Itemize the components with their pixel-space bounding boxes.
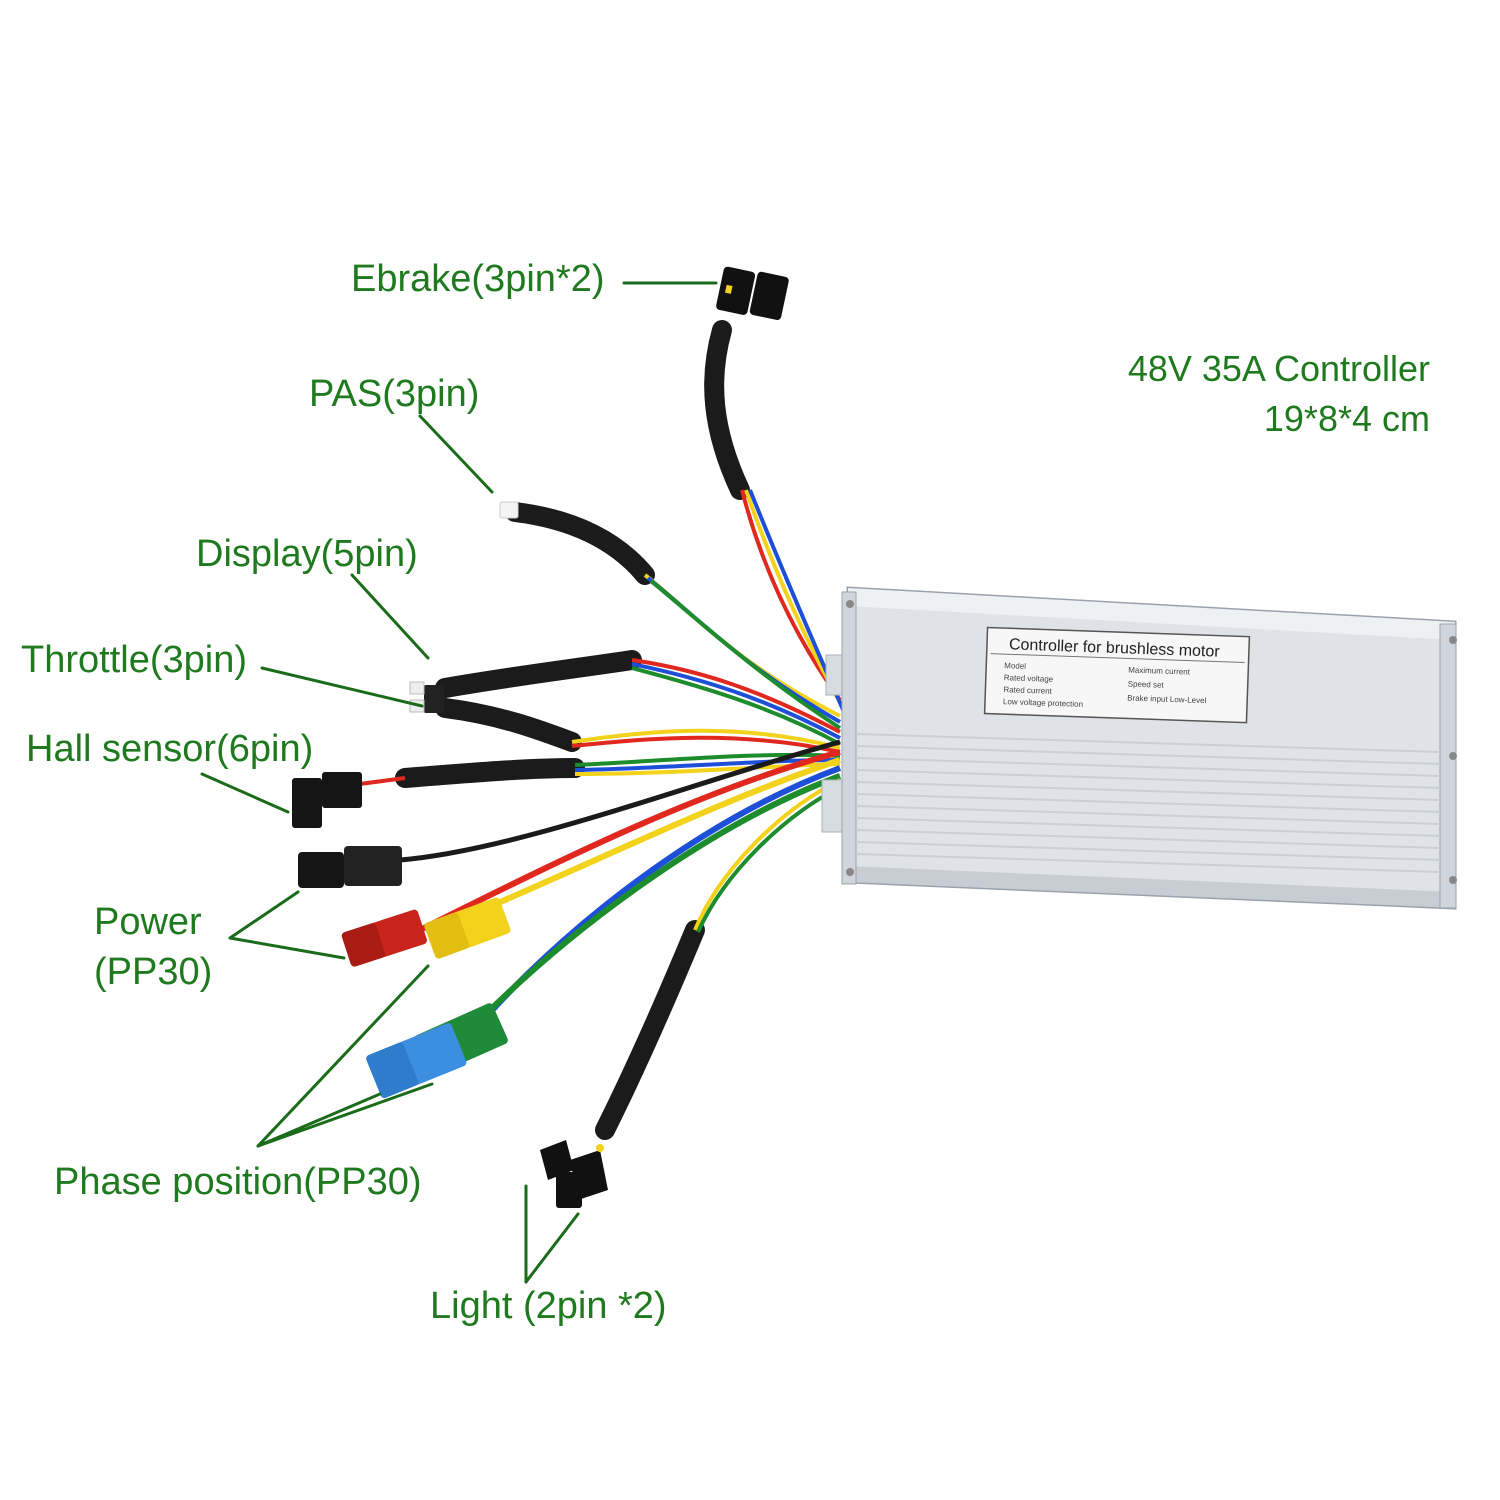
pas-cable: [505, 502, 655, 585]
black-wire: [399, 739, 841, 863]
ebrake-connector: [716, 266, 789, 321]
leader-power-b: [228, 936, 346, 960]
heatsink-fins: [855, 733, 1441, 873]
callout-labels: Ebrake(3pin*2) PAS(3pin) Display(5pin) T…: [21, 258, 1430, 1327]
ebrake-cable: [704, 320, 750, 500]
ebrake-wires: [740, 489, 842, 702]
display-throttle-connectors: [409, 681, 444, 713]
label-power: Power: [94, 901, 202, 943]
spec-dimensions: 19*8*4 cm: [1264, 398, 1430, 439]
leader-pas: [418, 414, 494, 494]
nameplate: Controller for brushless motor Model Rat…: [983, 626, 1251, 724]
phase-green-wire: [477, 773, 842, 1023]
pas-connector: [499, 501, 519, 519]
hall-connector: [292, 772, 362, 828]
nameplate-model: Model: [1004, 661, 1026, 671]
leader-light-b: [524, 1212, 580, 1284]
hall-cable: [395, 758, 585, 788]
nameplate-rated-voltage: Rated voltage: [1004, 673, 1054, 684]
power-yellow-wire: [468, 757, 841, 918]
power-red-wire: [418, 749, 841, 933]
label-pas: PAS(3pin): [309, 373, 479, 415]
leader-throttle: [260, 666, 424, 708]
throttle-cable: [435, 698, 582, 752]
light-cable: [595, 920, 705, 1140]
power-yellow-connector: [424, 897, 511, 959]
controller-housing: Controller for brushless motor Model Rat…: [821, 586, 1457, 910]
nameplate-low-voltage: Low voltage protection: [1003, 697, 1083, 709]
label-power-pp30: (PP30): [94, 951, 212, 993]
label-display: Display(5pin): [196, 533, 418, 575]
label-ebrake: Ebrake(3pin*2): [351, 258, 604, 300]
connectors: [292, 266, 789, 1208]
phase-blue-wire: [467, 765, 842, 1037]
nameplate-rated-current: Rated current: [1003, 685, 1053, 696]
nameplate-brake-input: Brake input Low-Level: [1127, 693, 1207, 705]
nameplate-speed-set: Speed set: [1128, 679, 1165, 689]
leader-power-a: [228, 890, 300, 940]
display-cable: [435, 650, 642, 698]
black-connector: [298, 846, 402, 888]
label-throttle: Throttle(3pin): [21, 639, 247, 681]
leader-display: [350, 573, 430, 660]
label-light: Light (2pin *2): [430, 1285, 667, 1327]
light-connectors: [540, 1140, 608, 1208]
leader-phase-c: [256, 1082, 434, 1148]
leader-hall: [200, 772, 290, 814]
wire-bundle: [359, 320, 846, 1140]
label-phase-position: Phase position(PP30): [54, 1161, 422, 1203]
label-hall-sensor: Hall sensor(6pin): [26, 728, 313, 770]
power-red-connector: [341, 909, 427, 967]
nameplate-max-current: Maximum current: [1128, 665, 1191, 676]
leader-lines: [200, 281, 718, 1284]
phase-blue-connector: [366, 1023, 467, 1098]
spec-title: 48V 35A Controller: [1128, 348, 1430, 389]
leader-phase-a: [256, 964, 430, 1148]
